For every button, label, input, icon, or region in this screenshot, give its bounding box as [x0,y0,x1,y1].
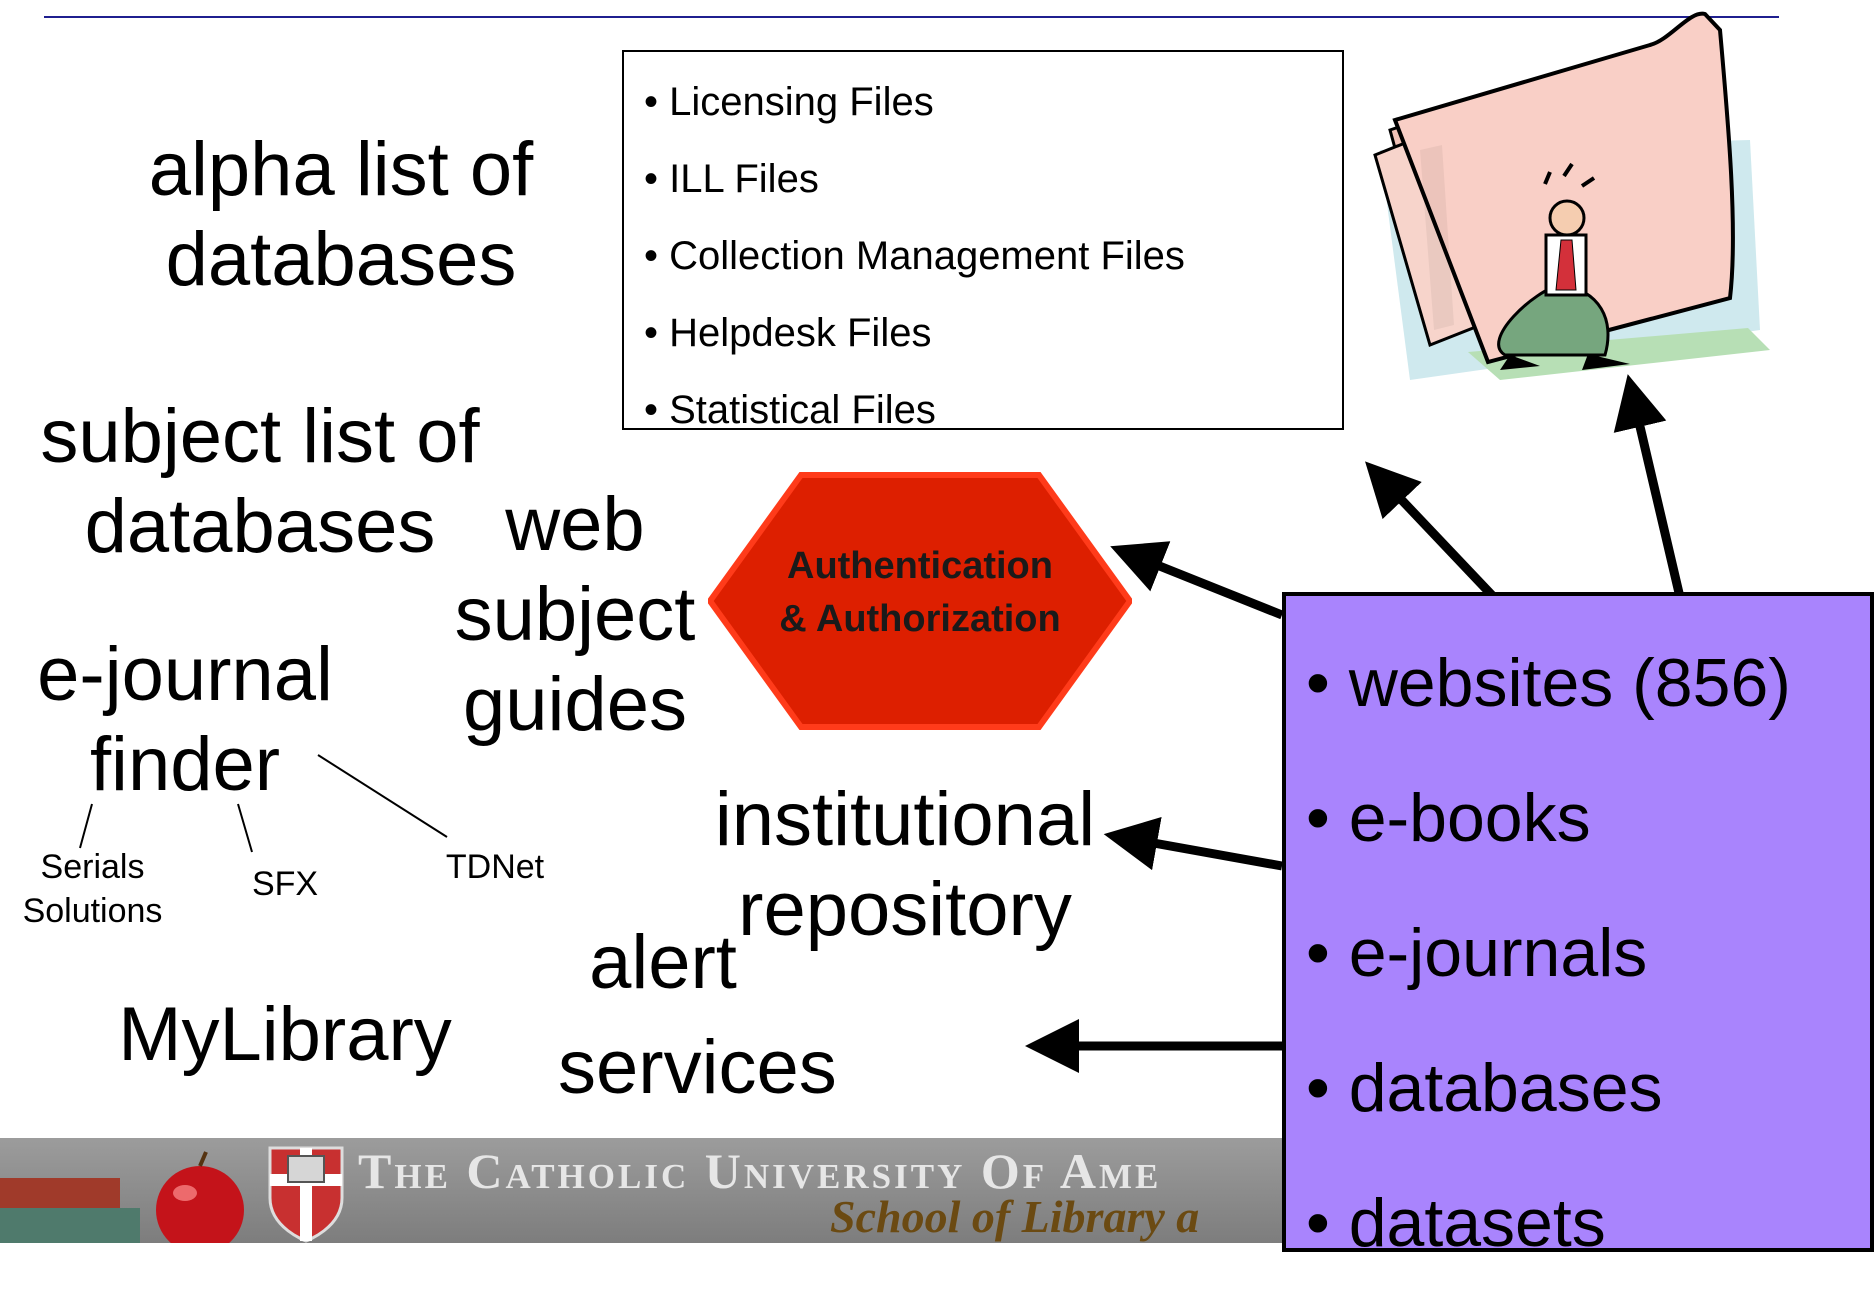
web-guides-line2: subject [454,572,696,657]
files-item: Collection Management Files [644,218,1342,295]
auth-hexagon [708,472,1132,730]
auth-line2: & Authorization [779,598,1061,640]
line-to-sfx [237,803,253,853]
files-list: Licensing Files ILL Files Collection Man… [624,52,1342,449]
apple-books-icon [0,1146,344,1243]
files-item: ILL Files [644,141,1342,218]
line-to-serials [79,803,93,849]
arrow-to-clipart [1613,374,1688,612]
ejournal-line2: finder [89,722,281,807]
arrow-to-auth [1110,541,1284,620]
resource-item: e-books [1306,751,1870,886]
arrow-to-repository [1103,817,1283,871]
line-to-tdnet [317,754,448,838]
repository-line2: repository [738,867,1072,952]
alert-line2: services [558,1025,837,1110]
serials-line1: Serials [40,848,145,886]
resource-item: datasets [1306,1156,1870,1291]
alpha-list-line1: alpha list of [148,127,534,212]
mylibrary-label: MyLibrary [118,992,452,1077]
files-box: Licensing Files ILL Files Collection Man… [622,50,1344,432]
serials-solutions-label: Serials Solutions [10,845,175,933]
resources-box: websites (856) e-books e-journals databa… [1282,592,1874,1261]
resources-list: websites (856) e-books e-journals databa… [1286,596,1870,1291]
alpha-list-line2: databases [165,217,517,302]
connector-arrows [79,374,1688,1073]
files-item: Helpdesk Files [644,295,1342,372]
web-subject-guides-label: web subject guides [445,480,705,750]
resource-item: websites (856) [1306,616,1870,751]
files-item: Licensing Files [644,64,1342,141]
ejournal-finder-label: e-journal finder [20,630,350,810]
serials-line2: Solutions [22,892,163,930]
web-guides-line1: web [505,482,645,567]
footer-university-name: The Catholic University Of Ame [358,1143,1162,1199]
auth-line1: Authentication [787,545,1053,587]
footer-school-name: School of Library a [830,1191,1200,1242]
subject-list-label: subject list of databases [30,392,490,572]
resource-item: databases [1306,1021,1870,1156]
alpha-list-label: alpha list of databases [110,125,572,305]
repository-line1: institutional [714,777,1096,862]
tdnet-label: TDNet [445,848,545,886]
subject-list-line1: subject list of [40,394,480,479]
institutional-repository-label: institutional repository [700,775,1110,955]
subject-list-line2: databases [84,484,436,569]
resource-item: e-journals [1306,886,1870,1021]
files-item: Statistical Files [644,372,1342,449]
arrow-to-files [1365,461,1510,614]
alert-line1: alert [589,920,737,1005]
ejournal-line1: e-journal [37,632,333,717]
sfx-label: SFX [251,865,319,903]
folders-clipart-icon [1373,11,1770,380]
auth-label: Authentication & Authorization [740,540,1100,646]
alert-services-label: alert services [558,918,837,1128]
web-guides-line3: guides [463,662,687,747]
title-rule [44,16,1779,18]
